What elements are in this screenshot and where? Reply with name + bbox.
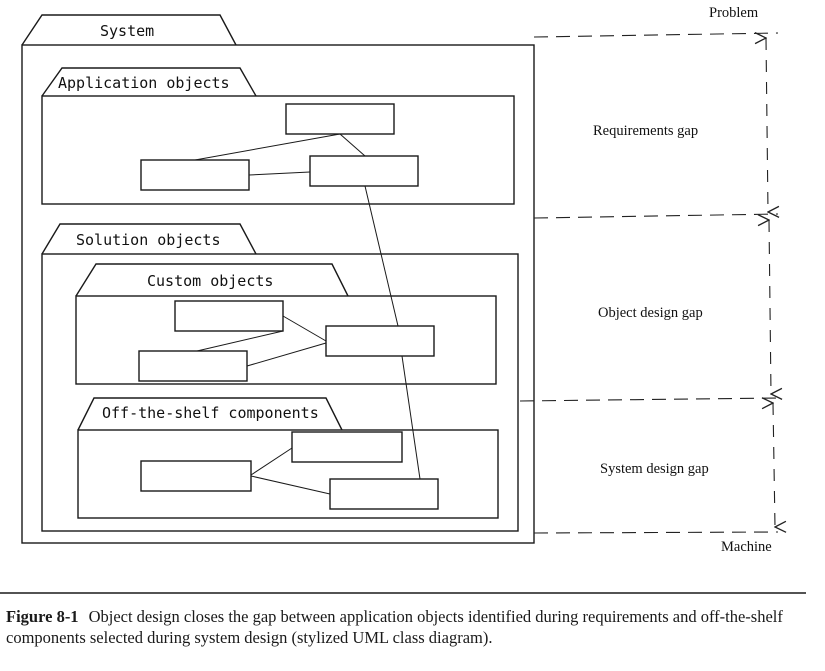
system-design-gap-label: System design gap xyxy=(600,461,709,477)
application-objects-frame xyxy=(41,95,515,205)
association-line xyxy=(364,185,399,327)
custom-objects-label: Custom objects xyxy=(147,272,273,290)
solution-objects-tab xyxy=(41,223,257,255)
app-class-left xyxy=(140,159,250,191)
custom-objects-tab xyxy=(75,263,349,297)
association-line xyxy=(339,133,366,157)
ots-class-right xyxy=(329,478,439,510)
association-line xyxy=(248,171,311,176)
requirements-gap-label: Requirements gap xyxy=(593,123,698,139)
level-line-machine xyxy=(533,531,779,534)
custom-class-right xyxy=(325,325,435,357)
application-objects-tab xyxy=(41,67,257,97)
association-line xyxy=(250,475,331,495)
custom-class-left xyxy=(138,350,248,382)
system-package-frame xyxy=(21,44,535,544)
object-design-gap-arrow xyxy=(769,220,771,394)
solution-objects-frame xyxy=(41,253,519,532)
ots-class-left xyxy=(140,460,252,492)
system-package-label: System xyxy=(100,22,154,40)
figure-label: Figure 8-1 xyxy=(6,607,79,626)
requirements-gap-arrow xyxy=(766,38,768,212)
off-the-shelf-label: Off-the-shelf components xyxy=(102,404,319,422)
app-class-top xyxy=(285,103,395,135)
association-line xyxy=(194,133,341,161)
custom-objects-frame xyxy=(75,295,497,385)
caption-text: Object design closes the gap between app… xyxy=(6,607,783,647)
custom-class-top xyxy=(174,300,284,332)
association-line xyxy=(401,355,421,480)
off-the-shelf-frame xyxy=(77,429,499,519)
application-objects-label: Application objects xyxy=(58,74,230,92)
off-the-shelf-tab xyxy=(77,397,343,431)
level-line-problem xyxy=(533,32,779,38)
ots-class-top xyxy=(291,431,403,463)
solution-objects-label: Solution objects xyxy=(76,231,221,249)
association-line xyxy=(196,330,284,352)
level-line-object-design xyxy=(519,397,779,402)
association-line xyxy=(246,342,327,367)
level-line-requirements xyxy=(533,213,779,219)
system-package-tab xyxy=(21,14,237,46)
app-class-right xyxy=(309,155,419,187)
system-design-gap-arrow xyxy=(773,403,775,527)
association-line xyxy=(250,447,293,476)
machine-label: Machine xyxy=(721,539,772,555)
association-line xyxy=(282,315,327,342)
problem-label: Problem xyxy=(709,5,759,21)
object-design-gap-label: Object design gap xyxy=(598,305,703,321)
